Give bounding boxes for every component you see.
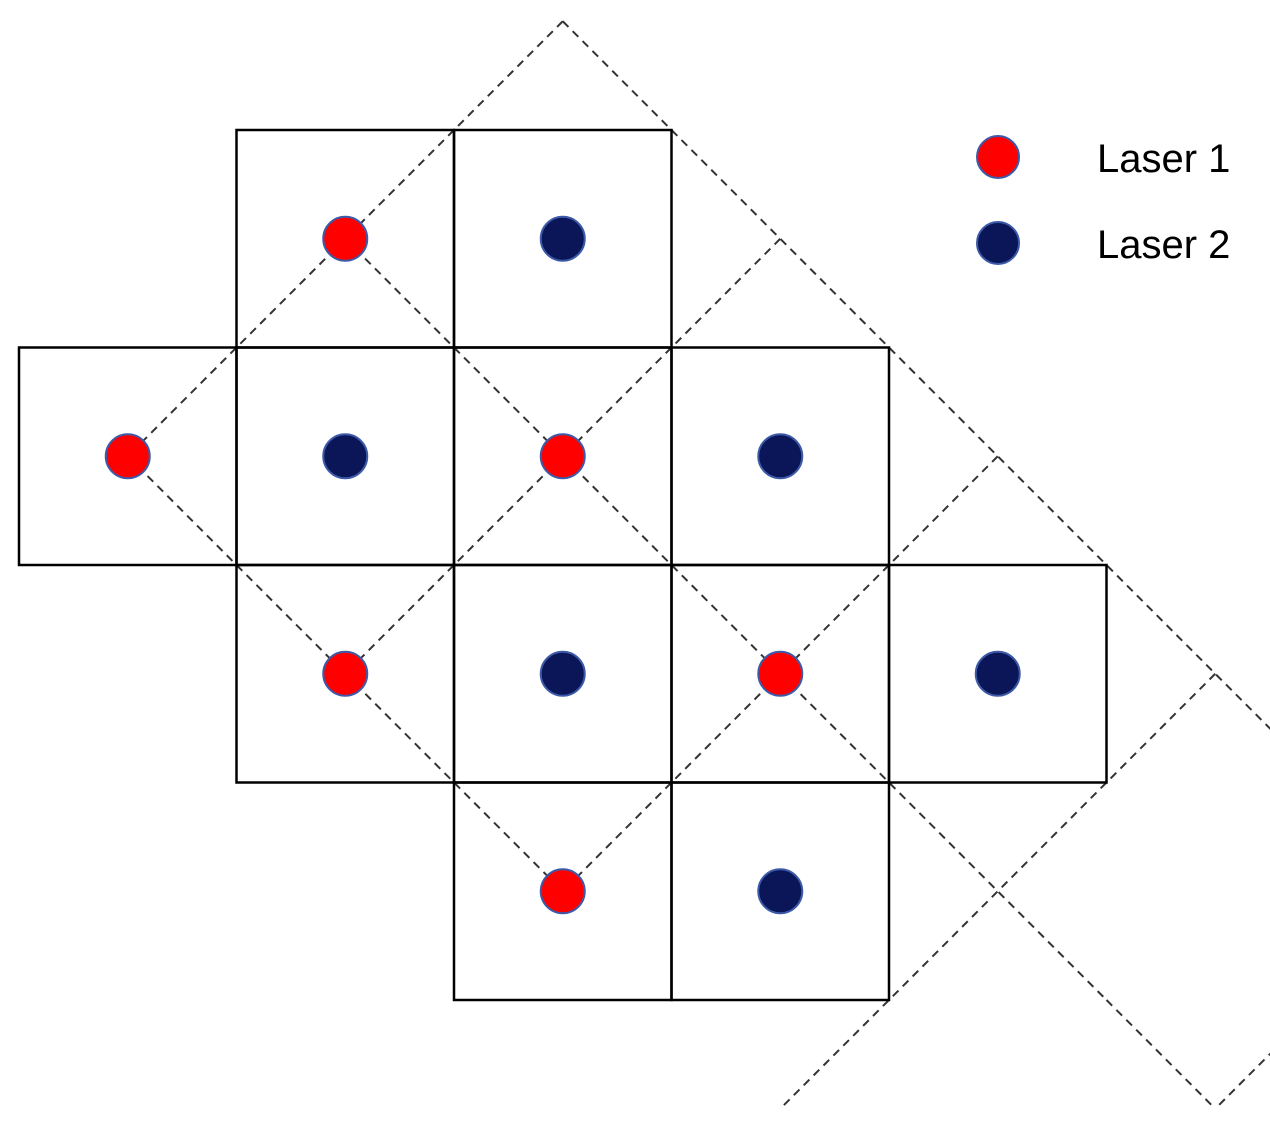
dashed-lattice-line <box>344 238 1108 1001</box>
laser2-marker <box>539 215 586 262</box>
legend-laser2-label: Laser 2 <box>1097 223 1230 267</box>
legend-laser2-marker <box>976 221 1020 265</box>
laser1-marker <box>104 433 151 480</box>
laser1-marker <box>757 650 804 697</box>
dashed-lattice-line <box>344 238 781 675</box>
dashed-lattice-line <box>127 20 564 457</box>
legend: Laser 1 Laser 2 <box>976 135 1230 267</box>
legend-laser1-label: Laser 1 <box>1097 137 1230 181</box>
dashed-lattice-line <box>779 673 1216 1110</box>
laser1-marker <box>322 650 369 697</box>
square-grid <box>17 128 1108 1002</box>
grid-cell <box>887 563 1108 784</box>
laser1-marker <box>539 868 586 915</box>
laser2-marker <box>322 433 369 480</box>
laser2-marker <box>757 868 804 915</box>
dashed-diagonal-lattice <box>127 20 1270 1110</box>
laser2-marker <box>757 433 804 480</box>
laser2-marker <box>539 650 586 697</box>
laser1-marker <box>539 433 586 480</box>
legend-laser1-marker <box>976 135 1020 179</box>
dashed-lattice-line <box>1214 1052 1270 1110</box>
laser1-marker <box>322 215 369 262</box>
grid-cell <box>670 781 891 1002</box>
laser2-marker <box>974 650 1021 697</box>
dashed-lattice-line <box>562 455 999 892</box>
dashed-lattice-line <box>1105 999 1216 1110</box>
dashed-lattice-line <box>127 455 564 892</box>
laser-markers <box>104 215 1021 915</box>
